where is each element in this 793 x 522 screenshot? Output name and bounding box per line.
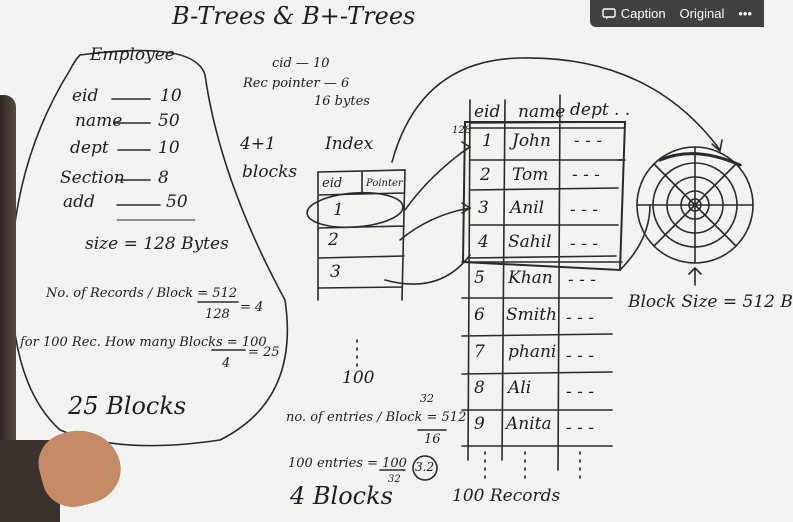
index-row: 3 <box>330 262 341 282</box>
entries-total-denominator: 32 <box>388 474 401 485</box>
page-title: B-Trees & B+-Trees <box>172 2 416 30</box>
records-per-block: No. of Records / Block = 512 <box>46 286 238 301</box>
data-row-dept: - - - <box>566 382 595 402</box>
block-size-label: Block Size = 512 B <box>628 292 793 312</box>
data-row-name: Smith <box>506 305 557 325</box>
data-row-eid: 3 <box>478 198 489 218</box>
field-name: add <box>63 192 95 212</box>
data-row-eid: 5 <box>474 268 485 288</box>
data-row-dept: - - - <box>566 346 595 366</box>
data-row-name: Sahil <box>508 232 552 252</box>
data-row-dept: - - - <box>566 418 595 438</box>
index-blocks-count: 4+1 <box>240 134 276 154</box>
data-header-dept: dept . . <box>570 100 631 120</box>
blocks-question: for 100 Rec. How many Blocks = 100 <box>20 335 267 350</box>
index-blocks-label: blocks <box>242 162 298 182</box>
data-row-dept: - - - <box>570 200 599 220</box>
data-row-name: John <box>512 131 551 151</box>
entry-size: 16 bytes <box>314 94 370 109</box>
employee-boundary <box>10 49 289 447</box>
index-count: 100 <box>342 368 375 388</box>
field-name: Section <box>60 168 125 188</box>
disk-icon <box>636 146 754 264</box>
field-name: name <box>75 111 123 131</box>
index-header-pointer: Pointer <box>366 178 403 189</box>
field-size: 10 <box>160 86 182 106</box>
data-row-dept: - - - <box>568 270 597 290</box>
data-row-dept: - - - <box>572 165 601 185</box>
presenter-body <box>0 95 16 522</box>
field-size: 50 <box>158 111 180 131</box>
caption-button[interactable]: Caption <box>596 3 672 24</box>
index-row: 1 <box>333 200 344 220</box>
original-label: Original <box>679 6 725 21</box>
data-row-name: Khan <box>508 268 553 288</box>
index-row: 2 <box>328 230 339 250</box>
data-row-name: Tom <box>512 165 549 185</box>
total-blocks: 25 Blocks <box>68 392 187 420</box>
index-title: Index <box>325 134 374 154</box>
entries-superscript: 32 <box>420 392 434 405</box>
cid-size: cid — 10 <box>272 56 330 71</box>
field-name: eid <box>72 86 99 106</box>
blocks-question-result: = 25 <box>248 345 280 360</box>
data-row-eid: 2 <box>480 165 491 185</box>
entries-per-block: no. of entries / Block = 512 <box>286 410 467 425</box>
player-controls: Caption Original ••• <box>589 0 764 27</box>
data-header-eid: eid <box>474 102 501 122</box>
employee-heading: Employee <box>90 45 175 65</box>
data-header-name: name <box>518 102 566 122</box>
index-header-eid: eid <box>322 176 343 191</box>
blocks-question-denominator: 4 <box>222 356 231 371</box>
whiteboard-drawing <box>10 49 754 481</box>
field-size: 10 <box>158 138 180 158</box>
entries-total: 100 entries = 100 <box>288 456 407 471</box>
data-row-dept: - - - <box>574 131 603 151</box>
data-row-dept: - - - <box>566 308 595 328</box>
records-per-block-result: = 4 <box>240 300 264 315</box>
entries-denominator: 16 <box>424 432 441 447</box>
rec-pointer-size: Rec pointer — 6 <box>243 76 350 91</box>
data-row-eid: 6 <box>474 305 485 325</box>
record-size: size = 128 Bytes <box>85 234 229 254</box>
data-row-dept: - - - <box>570 234 599 254</box>
more-icon: ••• <box>738 6 752 21</box>
data-row-eid: 4 <box>478 232 489 252</box>
data-row-name: Ali <box>508 378 532 398</box>
data-row-name: phani <box>508 342 557 362</box>
field-size: 8 <box>158 168 169 188</box>
data-row-eid: 8 <box>474 378 485 398</box>
field-name: dept <box>70 138 109 158</box>
data-row-name: Anita <box>506 414 552 434</box>
data-row-name: Anil <box>510 198 545 218</box>
field-size: 50 <box>166 192 188 212</box>
index-total-blocks: 4 Blocks <box>290 482 393 510</box>
original-button[interactable]: Original <box>674 3 731 24</box>
data-row-eid: 9 <box>474 414 485 434</box>
data-records-count: 100 Records <box>452 486 561 506</box>
block-address: 128 <box>452 125 472 136</box>
caption-label: Caption <box>620 6 666 21</box>
caption-icon <box>602 7 616 19</box>
more-options-button[interactable]: ••• <box>732 3 758 24</box>
records-per-block-denominator: 128 <box>205 307 230 322</box>
data-row-eid: 7 <box>474 342 485 362</box>
data-row-eid: 1 <box>482 131 493 151</box>
entries-total-result: 3.2 <box>415 460 435 474</box>
